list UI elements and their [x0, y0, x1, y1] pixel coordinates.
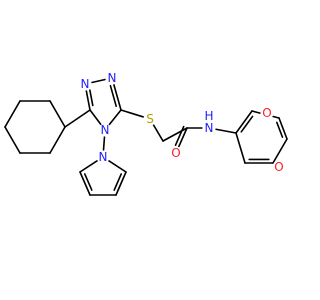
atom-bg-o2 [272, 160, 286, 174]
atom-label-t1: N [81, 77, 90, 91]
bond-26-inner [113, 173, 122, 191]
bond-11 [89, 109, 102, 126]
bond-15 [178, 127, 188, 148]
atom-bg-oc [169, 146, 183, 160]
bond-20-inner [276, 121, 284, 138]
bond-28 [79, 171, 91, 196]
atom-bg-s [143, 112, 157, 126]
atom-label-oc: O [171, 146, 180, 160]
atom-label-t2: N [108, 71, 117, 85]
bond-28-inner [84, 173, 93, 191]
bond-18 [235, 110, 253, 134]
atom-bg-t1 [78, 77, 92, 91]
atom-label-nh-h: H [204, 109, 213, 123]
bond-9 [113, 83, 122, 111]
atom-label-o2: O [274, 160, 283, 174]
bond-14 [162, 127, 188, 142]
bond-17 [215, 128, 237, 134]
atom-bg-o1 [260, 106, 274, 120]
bond-29 [79, 160, 98, 173]
bond-12 [120, 109, 145, 118]
bond-6 [64, 109, 91, 128]
bond-5 [49, 126, 66, 154]
bond-8 [91, 78, 106, 84]
atom-label-o1: O [262, 106, 271, 120]
atom-bg-nh [202, 121, 216, 135]
bond-20 [278, 117, 288, 140]
atom-label-nh: N [205, 121, 214, 135]
bond-23 [235, 132, 246, 164]
atom-label-s: S [146, 112, 154, 126]
bond-26 [115, 171, 127, 196]
atom-bg-t2 [105, 71, 119, 85]
atom-bg-t4 [98, 123, 112, 137]
bond-0 [49, 100, 66, 128]
atom-bg-pn [96, 150, 110, 164]
bond-13 [152, 124, 164, 142]
bond-7 [85, 90, 91, 111]
atom-label-pn: N [99, 150, 108, 164]
bond-9-inner [109, 84, 117, 107]
bond-10 [108, 109, 122, 126]
bond-21 [272, 138, 288, 164]
bond-18-inner [240, 115, 254, 133]
atom-label-t4: N [101, 123, 110, 137]
bond-25 [108, 160, 127, 173]
bond-15-second [174, 125, 185, 146]
bond-24 [102, 136, 106, 151]
bond-2 [4, 100, 21, 128]
bond-3 [4, 126, 21, 154]
bond-7-inner [89, 89, 94, 107]
